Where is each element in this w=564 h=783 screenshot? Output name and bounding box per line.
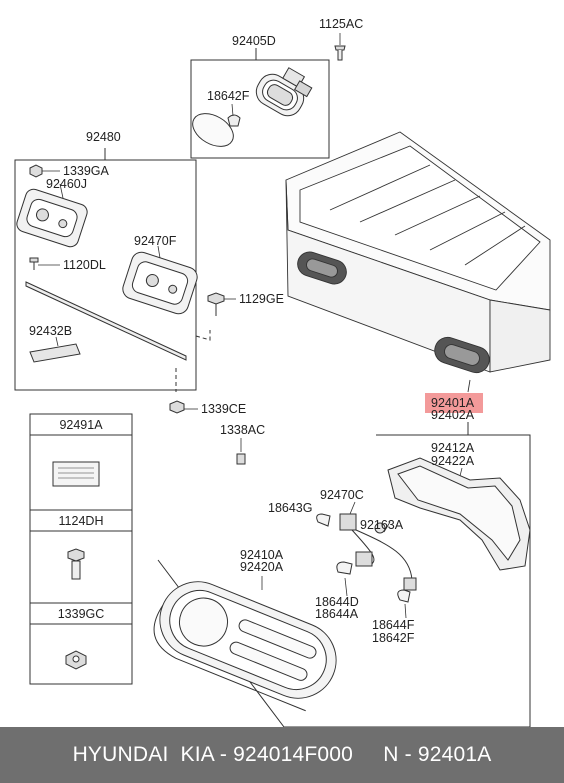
table-cell-1339gc: 1339GC bbox=[57, 607, 105, 621]
label-18643g: 18643G bbox=[268, 501, 313, 515]
parts-diagram: 92405D 1125AC 18642F 92480 1339GA 92460J… bbox=[14, 17, 551, 728]
label-92410a: 92410A bbox=[240, 548, 284, 562]
label-18644a: 18644A bbox=[315, 607, 359, 621]
lamp-92480-group bbox=[14, 148, 236, 414]
table-cell-1124dh: 1124DH bbox=[58, 514, 104, 528]
label-92422a: 92422A bbox=[431, 454, 475, 468]
tail-lamp-assembly-group bbox=[153, 422, 531, 728]
highlight-92401a bbox=[425, 393, 483, 413]
label-92402a: 92402A bbox=[431, 408, 475, 422]
label-1129ge: 1129GE bbox=[239, 292, 284, 306]
label-92470c: 92470C bbox=[320, 488, 364, 502]
label-1339ga: 1339GA bbox=[63, 164, 109, 178]
table-cell-92491a: 92491A bbox=[59, 418, 103, 432]
label-1120dl: 1120DL bbox=[63, 258, 106, 272]
label-1125ac: 1125AC bbox=[319, 17, 364, 31]
label-92420a: 92420A bbox=[240, 560, 284, 574]
label-92432b: 92432B bbox=[29, 324, 73, 338]
label-92470f: 92470F bbox=[134, 234, 177, 248]
label-92163a: 92163A bbox=[360, 518, 404, 532]
truck-bed-drawing bbox=[285, 131, 551, 393]
label-92405d: 92405D bbox=[232, 34, 276, 48]
label-18644f: 18644F bbox=[372, 618, 415, 632]
label-18644d: 18644D bbox=[315, 595, 359, 609]
footer-text: HYUNDAI KIA - 924014F000 N - 92401A bbox=[72, 743, 492, 766]
label-92401a: 92401A bbox=[431, 396, 475, 410]
label-92412a: 92412A bbox=[431, 441, 475, 455]
label-18642f-top: 18642F bbox=[207, 89, 250, 103]
diagram-drawing bbox=[14, 33, 551, 728]
lamp-92405d-group bbox=[190, 33, 346, 159]
label-18642f-bottom: 18642F bbox=[372, 631, 415, 645]
label-92460j: 92460J bbox=[46, 177, 88, 191]
label-1338ac: 1338AC bbox=[220, 423, 266, 437]
parts-table bbox=[29, 413, 133, 685]
label-1339ce: 1339CE bbox=[201, 402, 247, 416]
footer-banner: HYUNDAI KIA - 924014F000 N - 92401A bbox=[0, 727, 564, 783]
label-92480: 92480 bbox=[86, 130, 121, 144]
